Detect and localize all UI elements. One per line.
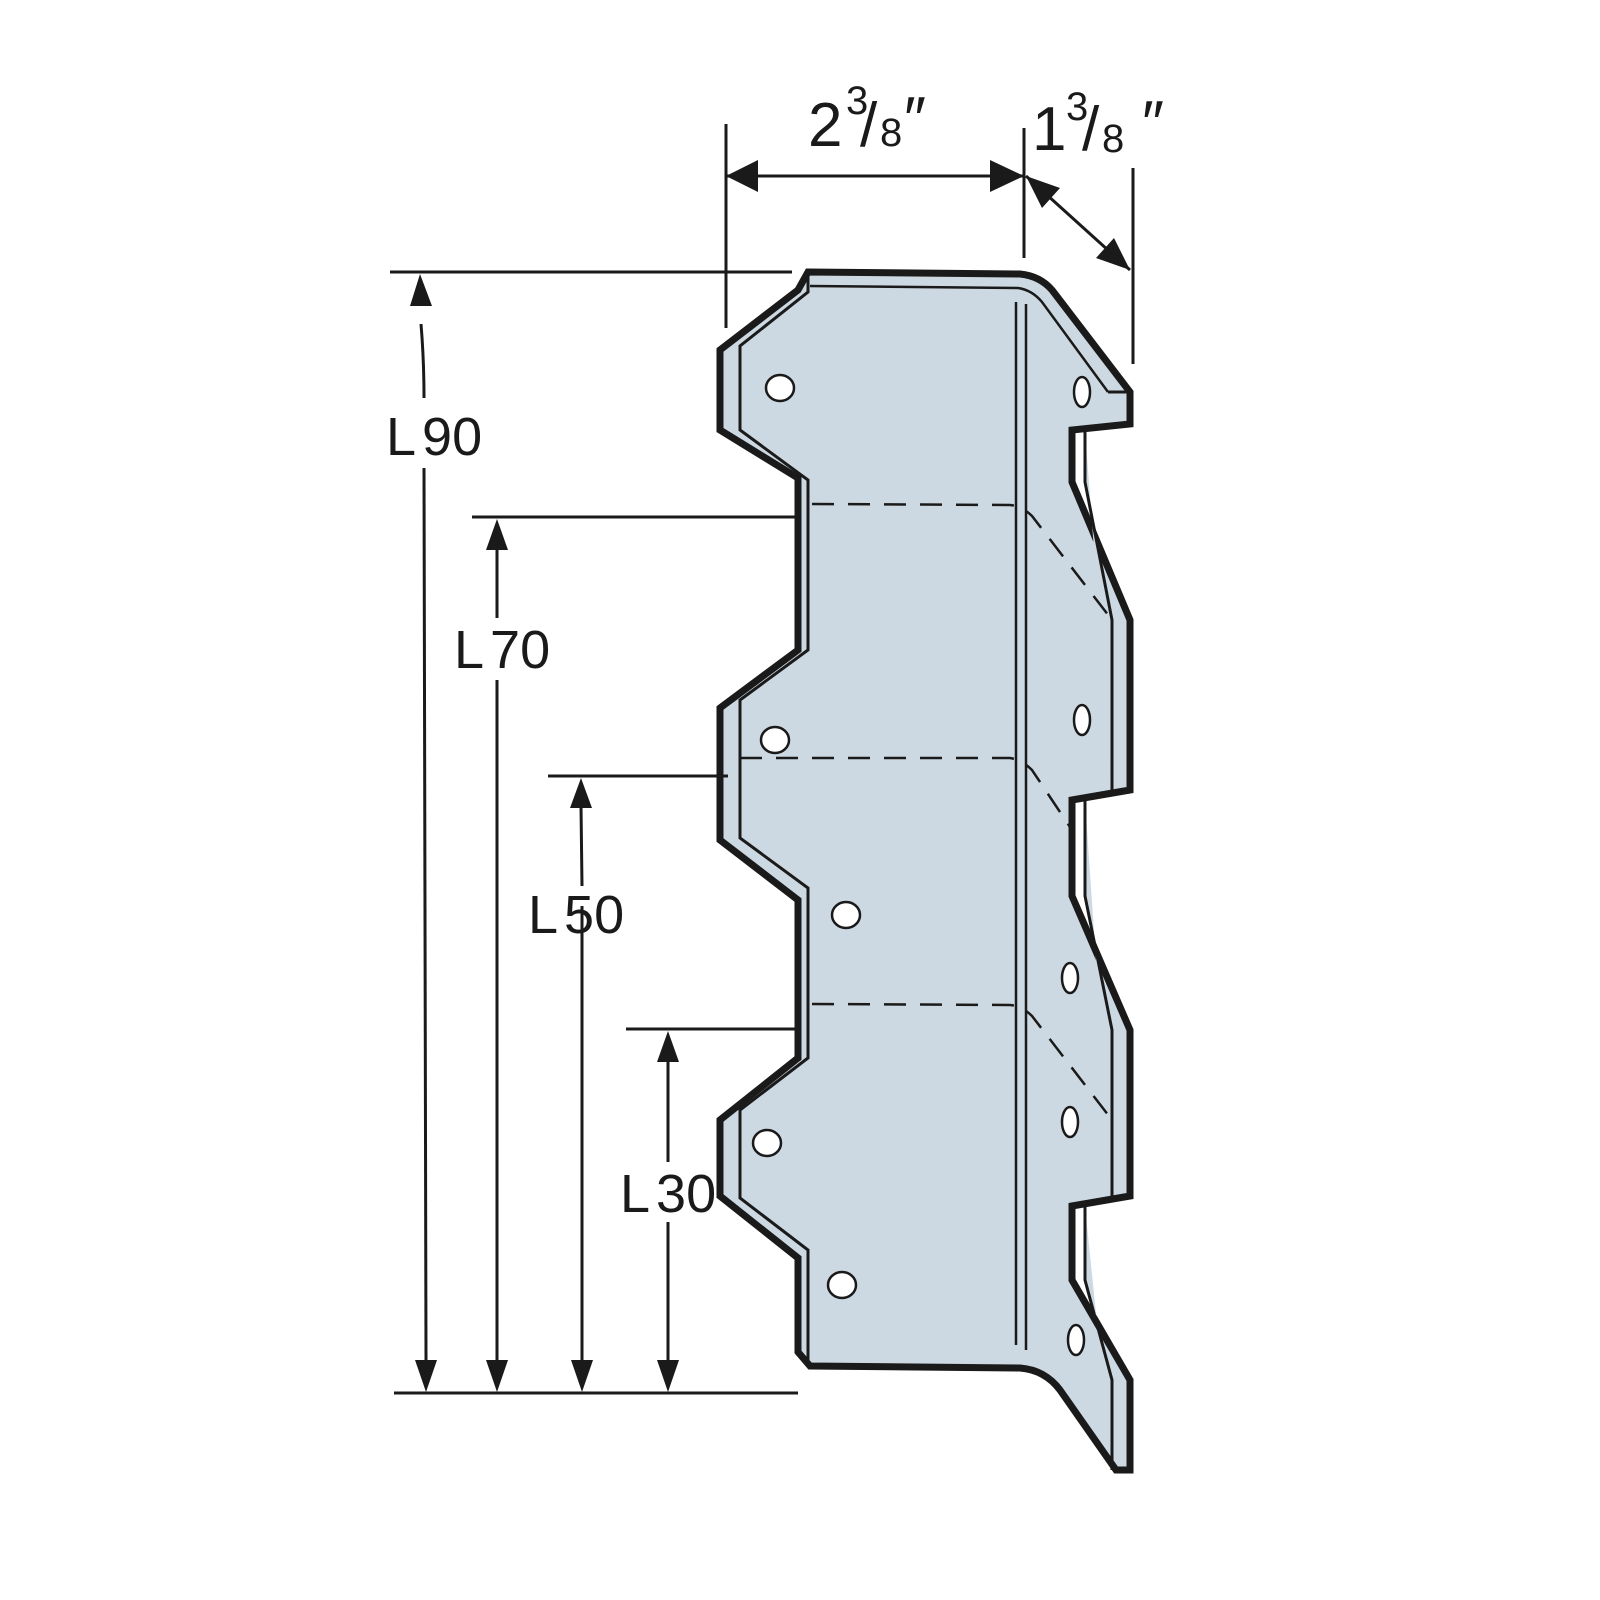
cut-line-l50 — [740, 756, 1074, 831]
bracket-edge-right — [1083, 390, 1130, 1470]
arrow-down-icon — [415, 1360, 437, 1392]
nail-hole-icon — [830, 900, 862, 930]
arrow-down-icon — [657, 1360, 679, 1392]
arrow-up-icon — [657, 1031, 679, 1062]
cut-line-l70 — [811, 502, 1113, 621]
bracket-web — [716, 268, 1134, 1474]
nail-hole-icon — [1060, 961, 1080, 995]
flange-dimension: 1 3 / 8 ″ — [1024, 85, 1164, 364]
l50-dimension-line-top — [579, 805, 584, 887]
arrow-down-icon — [486, 1360, 508, 1392]
l90-dimension-line — [422, 467, 428, 1361]
bracket-body — [716, 268, 1134, 1474]
l90-dimension-line-top — [419, 323, 426, 399]
arrow-up-icon — [410, 274, 432, 306]
nail-hole-icon — [1066, 1323, 1086, 1357]
arrow-left-icon — [726, 160, 758, 192]
arrow-right-icon — [990, 160, 1024, 192]
cut-line-l30 — [811, 1002, 1113, 1121]
arrow-upleft-icon — [1026, 176, 1060, 208]
bracket-top-inner-edge — [809, 284, 1110, 393]
arrow-down-icon — [571, 1360, 593, 1392]
nail-hole-icon — [759, 725, 791, 755]
width-dimension: 2 3 / 8 ″ — [724, 79, 1026, 328]
width-dimension-label: 2 3 / 8 ″ — [808, 79, 926, 160]
nail-hole-icon — [826, 1270, 858, 1300]
bracket-edge-left — [738, 272, 810, 1366]
nail-holes — [751, 373, 1092, 1357]
nail-hole-icon — [1072, 703, 1092, 737]
arrow-up-icon — [570, 778, 592, 808]
nail-hole-icon — [1072, 375, 1092, 409]
nail-hole-icon — [764, 373, 796, 403]
nail-hole-icon — [1060, 1105, 1080, 1139]
flange-dimension-label: 1 3 / 8 ″ — [1032, 85, 1164, 164]
arrow-downright-icon — [1096, 238, 1130, 270]
arrow-up-icon — [486, 519, 508, 550]
nail-hole-icon — [751, 1128, 783, 1158]
